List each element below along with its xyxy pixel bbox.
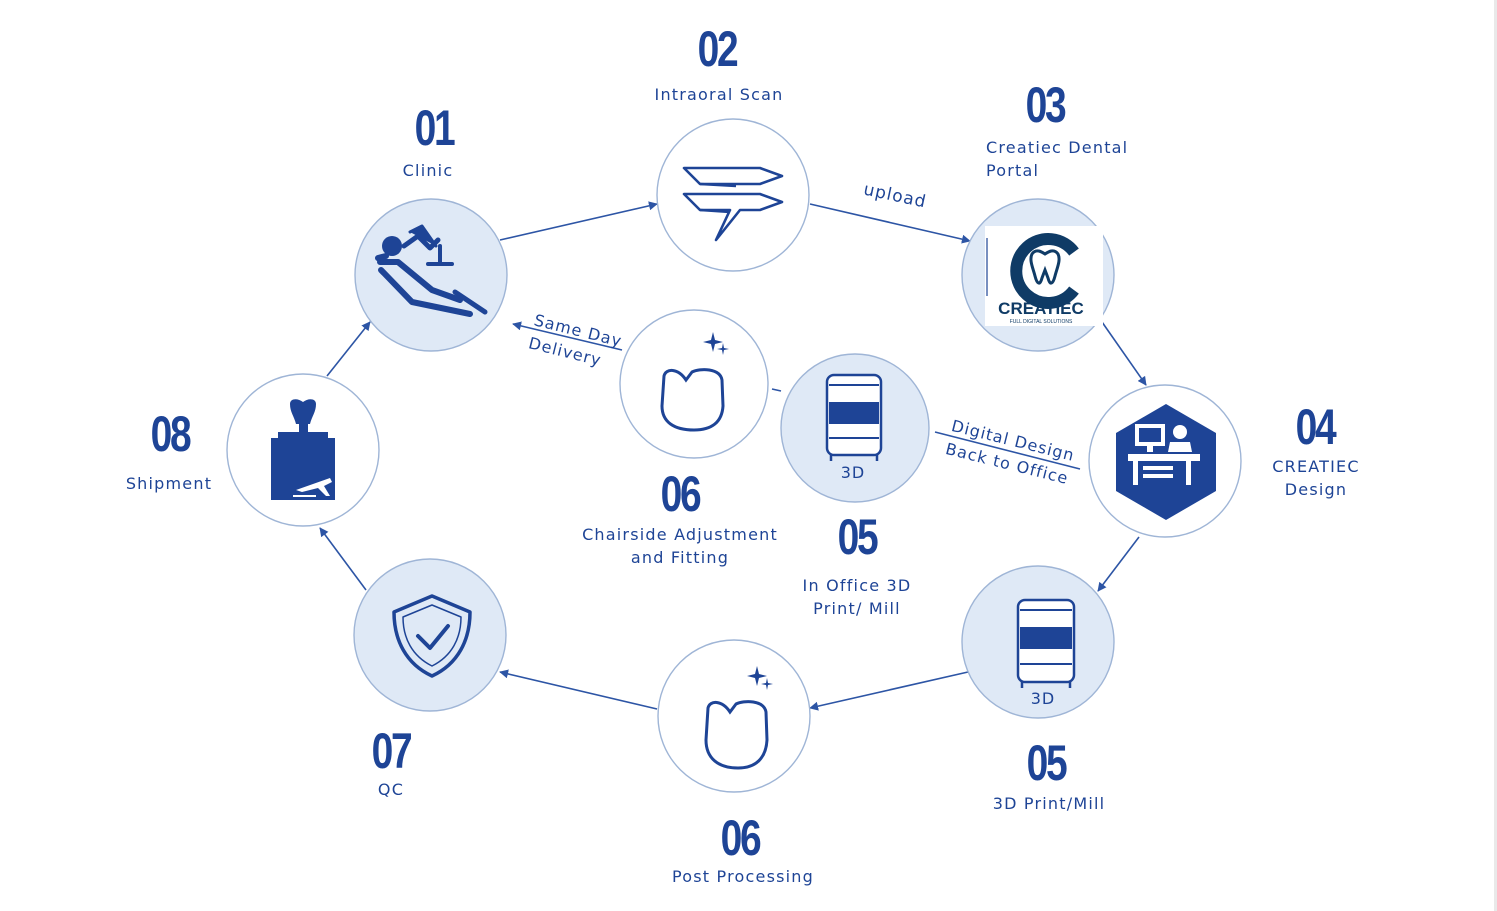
- connector-arrows: [319, 201, 1147, 711]
- printer-3d-text: 3D: [1031, 689, 1056, 708]
- step-06-circle: [657, 639, 811, 793]
- step-04-label: CREATIEC Design: [1272, 457, 1360, 499]
- step-05-circle: 3D: [961, 565, 1115, 719]
- arrow-01-to-02: [499, 201, 658, 241]
- step-04-number: 04: [1295, 399, 1337, 455]
- line-05b-06b: [771, 388, 782, 392]
- creatiec-logo: CREATIEC FULL DIGITAL SOLUTIONS: [998, 233, 1084, 325]
- arrow-03-to-04: [1101, 321, 1147, 386]
- design-workstation-icon: [1116, 404, 1216, 520]
- step-07-label: QC: [377, 780, 405, 799]
- dental-chair-icon: [375, 224, 488, 317]
- step-07-circle: [353, 558, 507, 712]
- arrow-04-to-05: [1097, 536, 1140, 592]
- upload-label: upload: [862, 180, 929, 213]
- 3d-printer-icon: [825, 373, 883, 461]
- page-edge: [1494, 0, 1497, 911]
- step-03-number: 03: [1025, 77, 1067, 133]
- step-03-circle: CREATIEC FULL DIGITAL SOLUTIONS: [961, 198, 1115, 352]
- step-06-label: Post Processing: [672, 867, 814, 886]
- step-05b-number: 05: [837, 509, 879, 565]
- step-01-circle: [354, 198, 508, 352]
- step-06-number: 06: [720, 810, 762, 866]
- step-03-label: Creatiec Dental Portal: [986, 138, 1129, 180]
- tooth-box-plane-icon: [271, 399, 335, 500]
- step-01-number: 01: [414, 100, 456, 156]
- logo-tagline: FULL DIGITAL SOLUTIONS: [1010, 319, 1073, 325]
- step-08-circle: [226, 373, 380, 527]
- step-06b-circle: [619, 309, 769, 459]
- step-05b-circle: 3D: [780, 353, 930, 503]
- crown-sparkle-icon: [704, 666, 773, 770]
- arrow-06-to-07: [499, 669, 658, 710]
- step-05-label: 3D Print/Mill: [992, 794, 1106, 813]
- step-05-number: 05: [1026, 735, 1068, 791]
- step-04-circle: [1088, 384, 1242, 538]
- step-06b-number: 06: [660, 466, 702, 522]
- step-05b-label: In Office 3D Print/ Mill: [802, 576, 912, 618]
- arrow-05-to-06: [809, 671, 969, 711]
- step-08-number: 08: [150, 406, 192, 462]
- step-01-label: Clinic: [402, 161, 454, 180]
- shield-check-icon: [392, 594, 472, 678]
- same-day-label: Same Day Delivery: [527, 310, 624, 369]
- step-07-number: 07: [371, 723, 413, 779]
- step-06b-label: Chairside Adjustment and Fitting: [582, 525, 778, 567]
- line-digital-design: [934, 431, 1081, 470]
- 3d-printer-icon: [1016, 598, 1076, 688]
- arrow-08-to-01: [326, 321, 371, 377]
- step-02-number: 02: [697, 21, 739, 77]
- intraoral-scanner-icon: [682, 166, 784, 242]
- step-02-circle: [656, 118, 810, 272]
- step-02-label: Intraoral Scan: [654, 85, 784, 104]
- crown-sparkle-icon: [660, 332, 729, 432]
- arrow-same-day: [512, 321, 623, 351]
- step-08-label: Shipment: [125, 474, 213, 493]
- arrow-07-to-08: [319, 527, 367, 591]
- arrow-02-to-03: [809, 203, 971, 244]
- printer-3d-text: 3D: [841, 463, 866, 482]
- logo-brand: CREATIEC: [998, 299, 1084, 318]
